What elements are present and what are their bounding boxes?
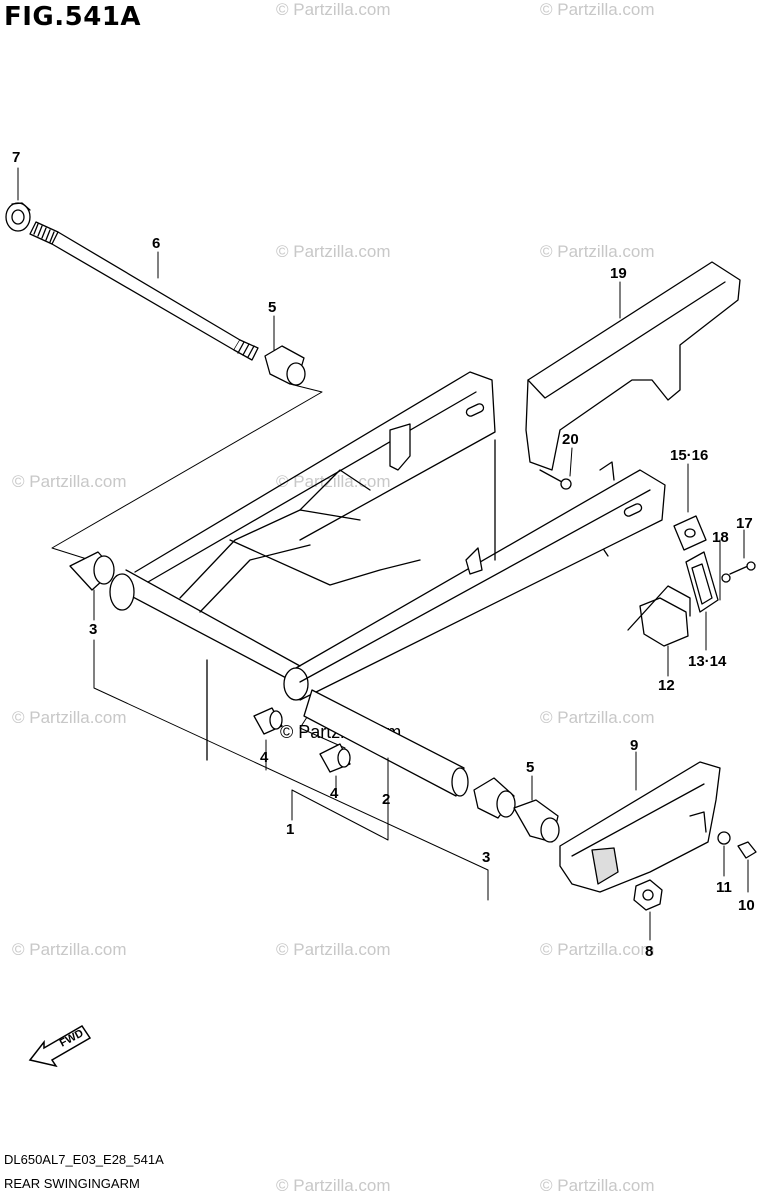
callout-10: 10 [738, 897, 755, 914]
watermark: © Partzilla.com [540, 0, 655, 19]
watermark: © Partzilla.com [12, 940, 127, 959]
part-3-bushing-left-drawing [69, 551, 115, 591]
watermark: © Partzilla.com [276, 242, 391, 261]
callout-6: 6 [152, 235, 160, 252]
watermark: © Partzilla.com [276, 1176, 391, 1195]
watermark: © Partzilla.com [540, 708, 655, 727]
callout-13-14: 13·14 [688, 653, 727, 670]
part-3-bushing-right-drawing [473, 777, 516, 819]
callout-20: 20 [562, 431, 579, 448]
callout-4: 4 [330, 785, 339, 802]
part-9-chain-guide-drawing [559, 761, 721, 893]
part-15-16-plate-drawing [673, 515, 707, 551]
part-11-washer-drawing [717, 831, 731, 845]
callout-11: 11 [716, 879, 732, 896]
part-5-collar-lower-drawing [513, 799, 560, 843]
callout-12: 12 [658, 677, 675, 694]
callout-18: 18 [712, 529, 729, 546]
callout-3: 3 [89, 621, 97, 638]
part-4-bearing-a-drawing [253, 707, 283, 735]
fwd-arrow-icon: FWD [28, 1024, 92, 1068]
watermark: © Partzilla.com [12, 708, 127, 727]
part-17-18-bolt-washer-drawing [721, 561, 756, 583]
part-20-screw-drawing [539, 469, 572, 490]
part-12-bracket-drawing [627, 585, 691, 647]
part-7-nut-drawing [5, 202, 31, 232]
watermark: © Partzilla.com [276, 472, 391, 491]
watermark: © Partzilla.com [540, 1176, 655, 1195]
callout-7: 7 [12, 149, 20, 166]
watermark: © Partzilla.com [540, 940, 655, 959]
part-8-nut-drawing [633, 879, 663, 911]
callout-19: 19 [610, 265, 627, 282]
part-4-bearing-b-drawing [319, 743, 351, 773]
callout-2: 2 [382, 791, 390, 808]
callout-5: 5 [526, 759, 534, 776]
callout-3: 3 [482, 849, 490, 866]
watermark: © Partzilla.com [12, 472, 127, 491]
watermark: © Partzilla.com [540, 242, 655, 261]
part-6-pivot-shaft-drawing [29, 221, 259, 361]
callout-4: 4 [260, 749, 269, 766]
callout-5: 5 [268, 299, 276, 316]
assembly-name: REAR SWINGINGARM [4, 1176, 140, 1191]
watermark: © Partzilla.com [276, 940, 391, 959]
model-code: DL650AL7_E03_E28_541A [4, 1152, 164, 1167]
part-5-collar-top-drawing [264, 345, 306, 386]
part-19-chain-cover-drawing [525, 261, 741, 471]
callout-15-16: 15·16 [670, 447, 708, 464]
callout-1: 1 [286, 821, 294, 838]
figure-title: FIG.541A [4, 2, 142, 32]
callout-8: 8 [645, 943, 653, 960]
callout-17: 17 [736, 515, 753, 532]
part-2-spacer-drawing [303, 689, 469, 797]
watermark: © Partzilla.com [276, 0, 391, 19]
swingarm-body-drawing [109, 371, 666, 761]
callout-9: 9 [630, 737, 638, 754]
part-10-bolt-drawing [737, 841, 757, 859]
part-13-14-adjuster-drawing [685, 551, 719, 613]
